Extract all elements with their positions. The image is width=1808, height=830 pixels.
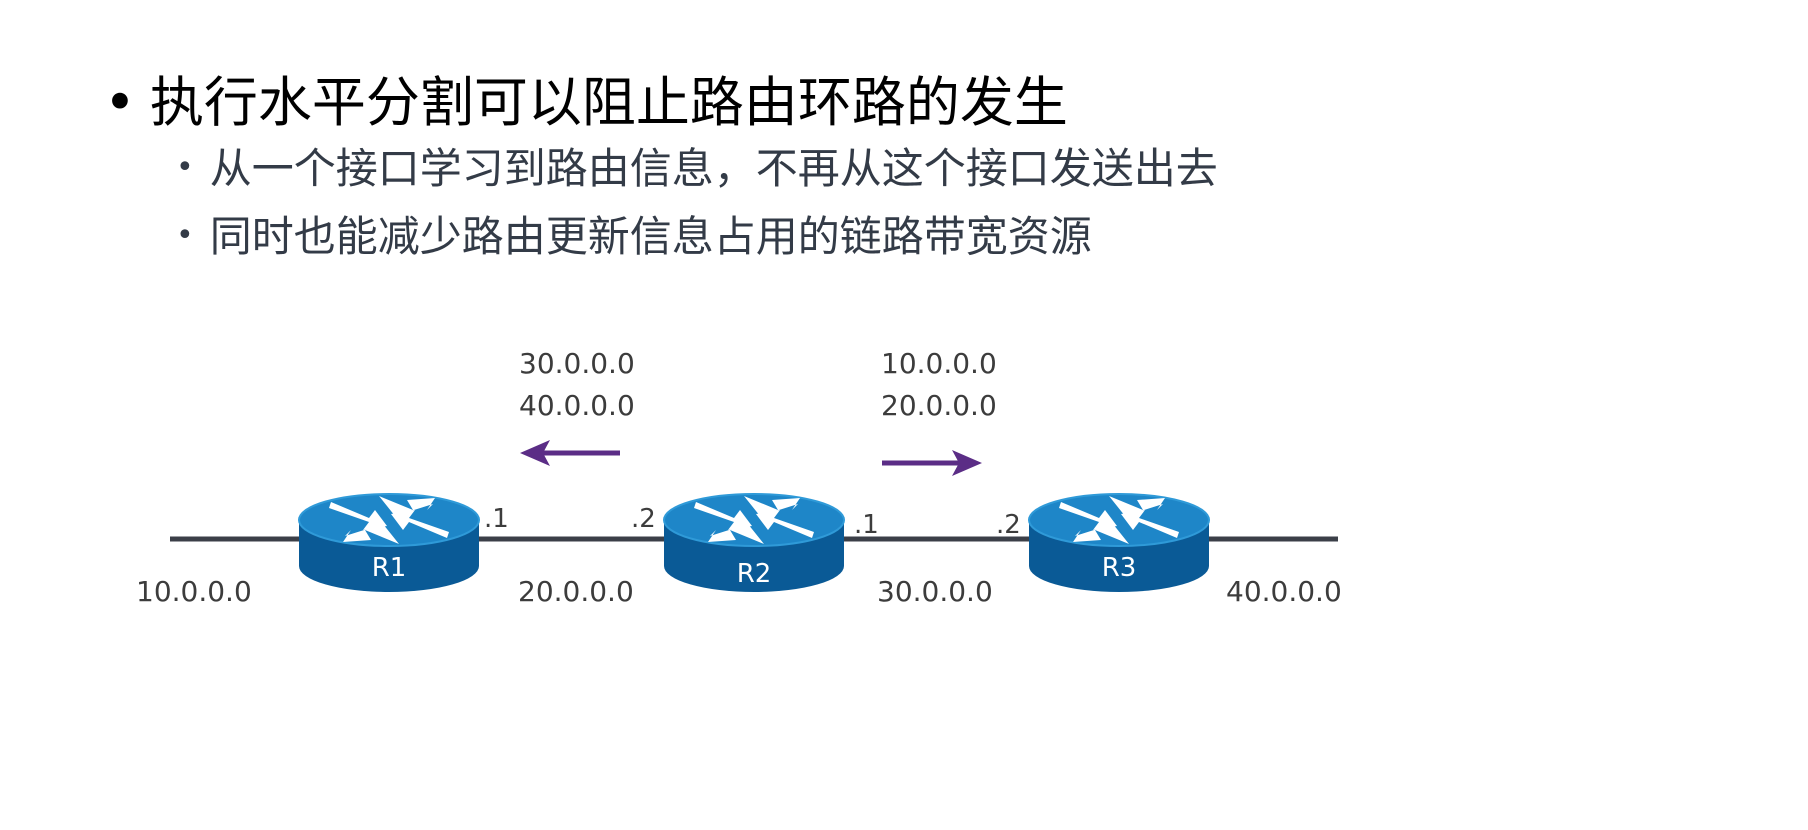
router-label: R1	[372, 553, 407, 583]
update-route-label: 40.0.0.0	[519, 389, 635, 422]
left-arrow-icon	[520, 440, 620, 466]
router-r1: R1	[298, 493, 480, 592]
network-label: 20.0.0.0	[518, 575, 634, 608]
right-arrow-icon	[882, 450, 982, 476]
main-bullet-text: 执行水平分割可以阻止路由环路的发生	[149, 71, 1068, 134]
bullet-dot: •	[104, 71, 136, 134]
main-bullet: •执行水平分割可以阻止路由环路的发生	[104, 58, 1068, 137]
sub-bullet-text: 从一个接口学习到路由信息，不再从这个接口发送出去	[209, 144, 1218, 193]
interface-label: .2	[631, 504, 656, 534]
network-diagram: R1 R2 R3 .1 .2 .1 .2 10.0.0.0 20.0.0.0 3…	[136, 347, 1342, 608]
router-r3: R3	[1028, 493, 1210, 592]
interface-label: .1	[484, 504, 509, 534]
bullet-dot: •	[176, 218, 194, 253]
sub-bullet-2: • 同时也能减少路由更新信息占用的链路带宽资源	[176, 203, 1092, 264]
network-label: 30.0.0.0	[877, 575, 993, 608]
update-route-label: 20.0.0.0	[881, 389, 997, 422]
interface-label: .1	[854, 510, 879, 540]
network-label: 10.0.0.0	[136, 575, 252, 608]
sub-bullet-text: 同时也能减少路由更新信息占用的链路带宽资源	[209, 212, 1092, 261]
update-route-label: 10.0.0.0	[881, 347, 997, 380]
sub-bullet-1: • 从一个接口学习到路由信息，不再从这个接口发送出去	[176, 135, 1218, 196]
network-label: 40.0.0.0	[1226, 575, 1342, 608]
router-label: R2	[737, 559, 772, 589]
router-label: R3	[1102, 553, 1137, 583]
interface-label: .2	[996, 510, 1021, 540]
bullet-dot: •	[176, 150, 194, 185]
update-route-label: 30.0.0.0	[519, 347, 635, 380]
router-r2: R2	[663, 493, 845, 592]
